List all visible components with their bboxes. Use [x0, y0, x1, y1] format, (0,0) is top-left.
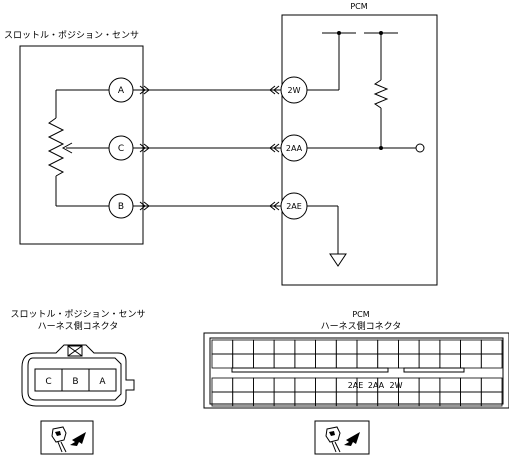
connector-cavity — [273, 339, 296, 355]
connector-cavity — [211, 353, 234, 369]
connector-cavity — [294, 339, 316, 355]
sensor-box — [19, 45, 144, 245]
connector-cavity — [460, 353, 482, 369]
connector-cavity — [315, 339, 337, 355]
pcm-terminal-2ae: 2AE — [280, 192, 308, 220]
connector-cavity — [356, 339, 379, 355]
sensor-title: スロットル・ポジション・センサ — [4, 30, 139, 41]
pcm-connector: 2AE 2AA 2W — [203, 332, 509, 409]
sensor-pin-b: B — [108, 193, 134, 219]
potentiometer-symbol — [47, 89, 109, 207]
connector-cavity — [211, 339, 234, 355]
pcm-terminal-2aa: 2AA — [280, 134, 308, 162]
connector-cavity — [480, 339, 503, 355]
connector-cavity — [356, 353, 379, 369]
sensor-connector-pin-b: B — [72, 377, 78, 387]
wire-a-2w — [133, 85, 282, 95]
connector-cavity — [377, 339, 399, 355]
pcm-connector-pin-2w: 2W — [390, 381, 403, 390]
connector-cavity — [439, 353, 461, 369]
pcm-internal-circuit — [307, 31, 425, 267]
connector-cavity — [253, 353, 275, 369]
connector-cavity — [232, 339, 254, 355]
connector-cavity — [294, 353, 316, 369]
connector-view-icon — [40, 420, 94, 455]
svg-text:2W: 2W — [288, 86, 301, 95]
connector-cavity — [480, 353, 503, 369]
connector-cavity — [398, 353, 420, 369]
sensor-connector-title-1: スロットル・ポジション・センサ — [10, 309, 145, 320]
pcm-connector-pin-2ae: 2AE — [348, 381, 364, 390]
connector-cavity — [439, 377, 461, 393]
connector-cavity — [398, 339, 420, 355]
connector-cavity — [315, 377, 337, 393]
connector-cavity — [211, 377, 234, 393]
connector-cavity — [273, 377, 296, 393]
connector-cavity — [253, 377, 275, 393]
connector-cavity — [232, 377, 254, 393]
connector-cavity — [418, 339, 441, 355]
svg-text:C: C — [118, 144, 124, 154]
connector-cavity — [460, 339, 482, 355]
connector-cavity — [273, 353, 296, 369]
connector-cavity — [480, 377, 503, 393]
svg-text:2AE: 2AE — [286, 202, 302, 211]
sensor-connector: C B A — [21, 344, 135, 407]
connector-cavity — [418, 377, 441, 393]
pcm-connector-title-1: PCM — [352, 310, 369, 319]
wire-b-2ae — [133, 201, 282, 211]
pcm-connector-pin-2aa: 2AA — [368, 381, 385, 390]
sensor-pin-a: A — [108, 77, 134, 103]
connector-cavity — [439, 339, 461, 355]
pcm-connector-title-2: ハーネス側コネクタ — [321, 320, 402, 332]
connector-cavity — [460, 377, 482, 393]
sensor-connector-pin-a: A — [99, 377, 106, 387]
svg-text:B: B — [118, 202, 124, 212]
connector-cavity — [335, 353, 358, 369]
pcm-terminal-2w: 2W — [280, 76, 308, 104]
connector-cavity — [480, 391, 503, 407]
sensor-pin-c: C — [108, 135, 134, 161]
connector-cavity — [294, 377, 316, 393]
wire-c-2aa — [133, 143, 282, 153]
connector-cavity — [335, 339, 358, 355]
connector-cavity — [418, 353, 441, 369]
svg-text:2AA: 2AA — [286, 144, 303, 153]
svg-text:A: A — [118, 86, 125, 96]
sensor-connector-title-2: ハーネス側コネクタ — [38, 320, 119, 332]
connector-cavity — [377, 353, 399, 369]
connector-cavity — [253, 339, 275, 355]
sensor-connector-pin-c: C — [45, 377, 51, 387]
connector-cavity — [315, 353, 337, 369]
pcm-title: PCM — [350, 2, 367, 11]
connector-view-icon — [314, 420, 370, 455]
connector-cavity — [232, 353, 254, 369]
